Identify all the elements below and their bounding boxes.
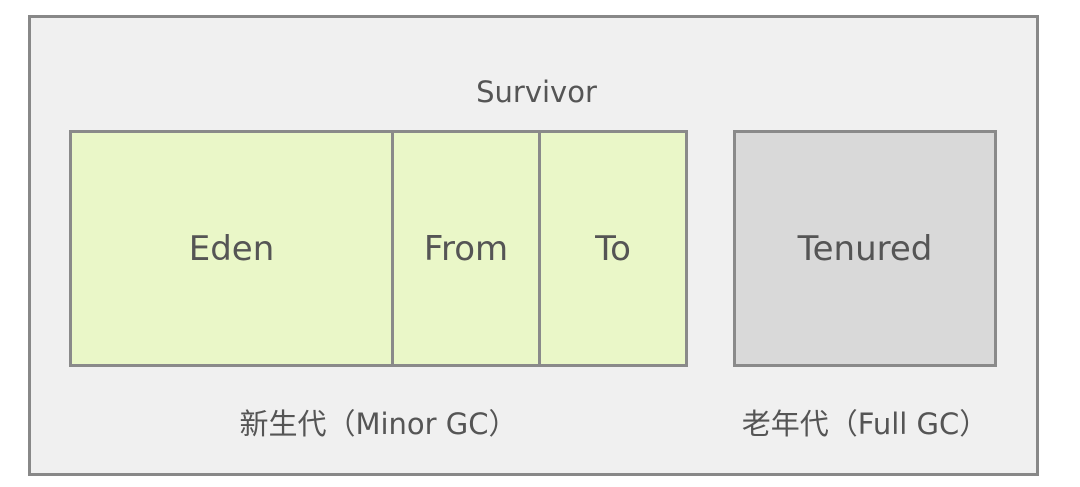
eden-region: Eden: [72, 133, 394, 364]
tenured-label: Tenured: [797, 228, 933, 269]
to-region: To: [541, 133, 685, 364]
survivor-label: Survivor: [476, 75, 597, 109]
from-label: From: [423, 228, 509, 269]
heap-diagram: Survivor Eden From To Tenured 新生代（Minor …: [28, 15, 1039, 476]
tenured-region: Tenured: [733, 130, 997, 367]
to-label: To: [595, 228, 631, 269]
from-region: From: [394, 133, 541, 364]
young-generation-caption: 新生代（Minor GC）: [239, 407, 518, 441]
young-generation-box: Eden From To: [69, 130, 688, 367]
eden-label: Eden: [188, 228, 275, 269]
old-generation-caption: 老年代（Full GC）: [741, 407, 989, 441]
